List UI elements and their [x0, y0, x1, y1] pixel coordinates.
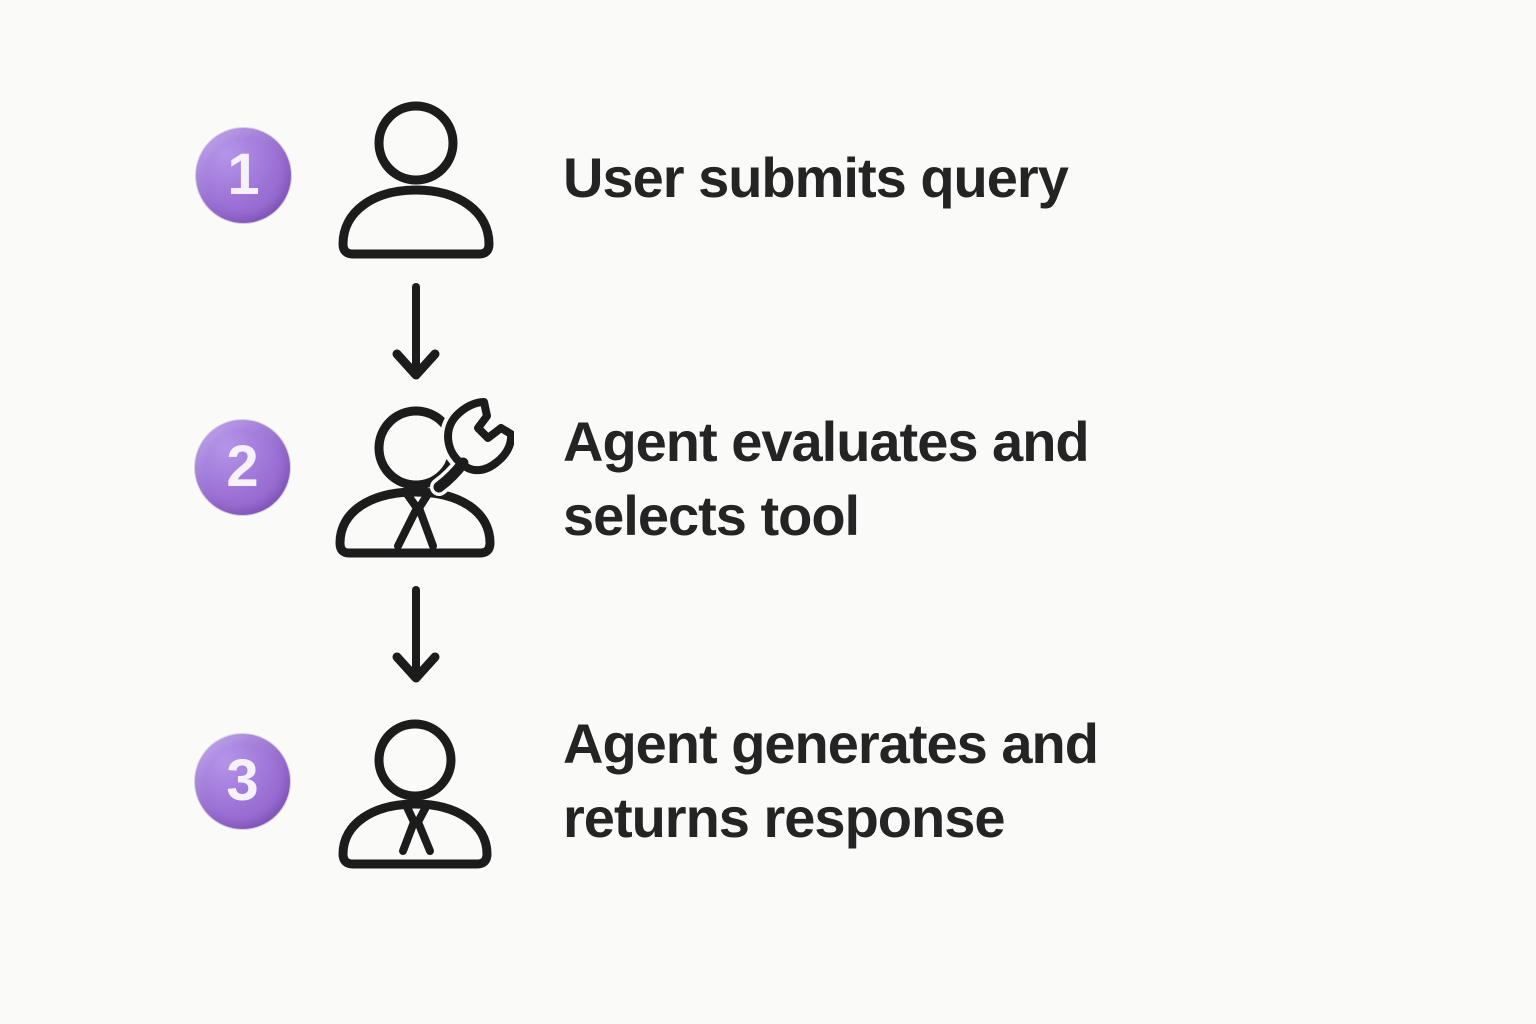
step-1-number: 1: [227, 141, 260, 207]
step-2-number: 2: [226, 433, 259, 499]
user-icon: [338, 101, 494, 259]
step-3-number-badge: 3: [195, 734, 290, 829]
step-1-label: User submits query: [563, 146, 1069, 209]
step-3-number: 3: [226, 747, 259, 813]
arrow-down-icon: [392, 283, 440, 380]
agent-tie-icon: [338, 719, 492, 869]
step-2-label: Agent evaluates and selects tool: [563, 410, 1090, 547]
step-1-number-badge: 1: [196, 128, 291, 223]
agent-wrench-icon: [335, 398, 514, 558]
step-3-label: Agent generates and returns response: [563, 712, 1099, 849]
step-2-number-badge: 2: [195, 420, 290, 515]
arrow-down-icon: [392, 586, 440, 683]
